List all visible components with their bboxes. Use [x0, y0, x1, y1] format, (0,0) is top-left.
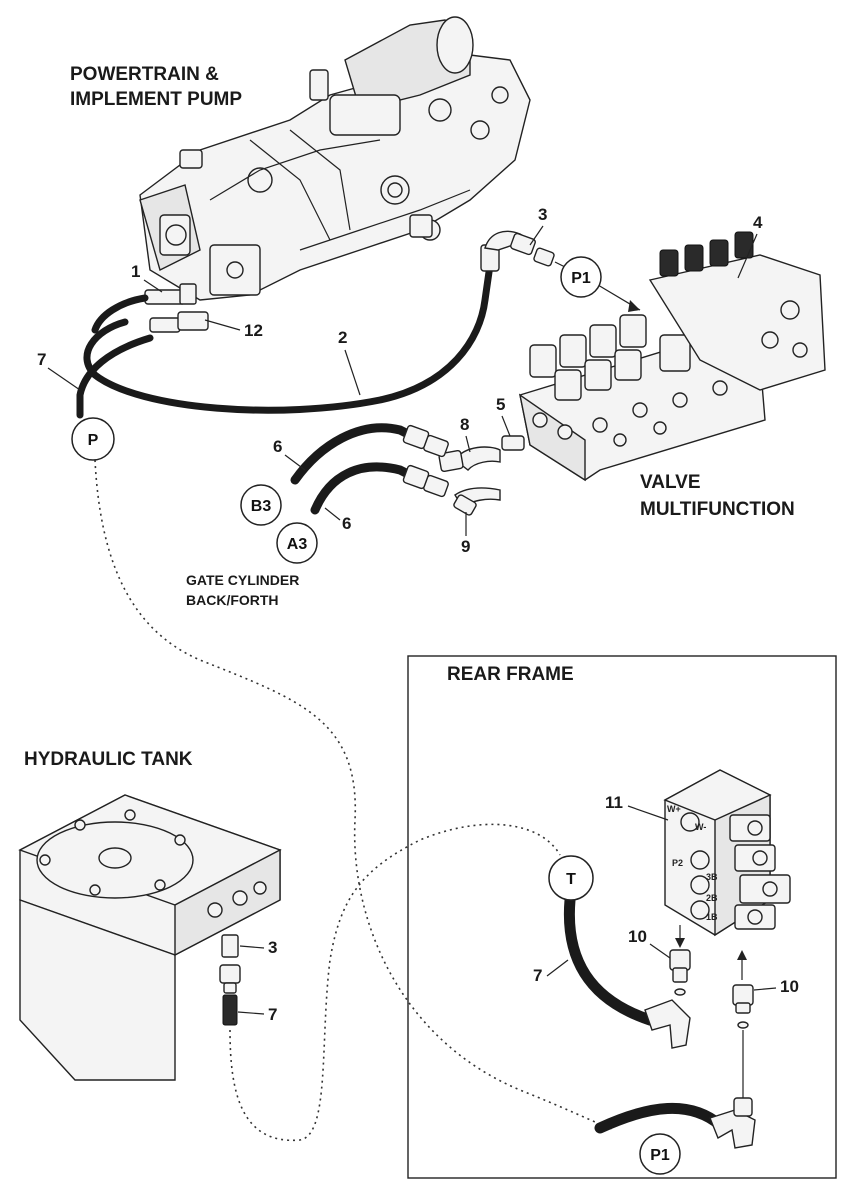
hose-p1-bottom-nut: [733, 1097, 753, 1117]
svg-text:5: 5: [496, 395, 505, 414]
callout-7-rear: 7: [533, 959, 569, 985]
svg-text:4: 4: [753, 213, 763, 232]
svg-text:9: 9: [461, 537, 470, 556]
svg-text:T: T: [566, 871, 576, 888]
svg-text:7: 7: [37, 350, 46, 369]
callout-8: 8: [460, 415, 471, 453]
callout-12: 12: [204, 319, 263, 340]
callout-3-tank: 3: [239, 938, 277, 957]
svg-text:7: 7: [268, 1005, 277, 1024]
svg-text:B3: B3: [251, 498, 272, 515]
circle-t: T: [548, 855, 594, 901]
callout-6b: 6: [324, 507, 351, 533]
callout-1: 1: [131, 262, 163, 293]
svg-text:1: 1: [131, 262, 140, 281]
callout-10-right: 10: [753, 977, 799, 996]
circle-a3: A3: [276, 522, 318, 564]
hose-6-a3: [310, 462, 435, 515]
svg-text:11: 11: [605, 793, 623, 812]
svg-text:A3: A3: [287, 536, 308, 553]
hydraulic-tank: [18, 794, 282, 1081]
callout-2: 2: [338, 328, 361, 396]
circle-b3: B3: [240, 484, 282, 526]
port-2b: 2B: [706, 893, 718, 903]
gate-line1: GATE CYLINDER: [186, 572, 299, 588]
callout-3-top: 3: [529, 205, 547, 246]
pump-title-line2: IMPLEMENT PUMP: [70, 89, 242, 110]
fitting-3-top: [480, 230, 555, 272]
pump-title-line1: POWERTRAIN &: [70, 64, 219, 85]
dashed-line-p-to-p1: [94, 459, 616, 1131]
rear-frame-box: [407, 655, 837, 1179]
hydraulic-tank-title: HYDRAULIC TANK: [24, 749, 193, 770]
callout-4: 4: [737, 213, 763, 279]
svg-text:3: 3: [538, 205, 547, 224]
svg-text:P1: P1: [571, 270, 591, 287]
p1-arrow-head: [628, 300, 640, 312]
svg-text:12: 12: [244, 321, 263, 340]
circle-p-left: P: [71, 417, 115, 461]
hose-7-rear-elbow: [644, 999, 691, 1049]
fitting-10-left: [669, 925, 691, 996]
callout-7-left: 7: [37, 350, 81, 391]
valve-title-line1: VALVE: [640, 472, 701, 493]
hose-6-b3-crimp: [402, 424, 430, 450]
manifold-11: W+ W- P2 3B 2B 1B: [663, 769, 791, 937]
gate-line2: BACK/FORTH: [186, 592, 279, 608]
port-3b: 3B: [706, 872, 718, 882]
svg-text:P1: P1: [650, 1147, 670, 1164]
fitting-10-right: [732, 950, 754, 1100]
port-1b: 1B: [706, 912, 718, 922]
tank-fittings: [219, 934, 241, 1026]
callout-7-tank: 7: [237, 1005, 277, 1024]
valve-title-line2: MULTIFUNCTION: [640, 499, 795, 520]
hose-2: [83, 261, 494, 414]
rear-frame-title: REAR FRAME: [447, 664, 574, 685]
hose-6-a3-crimp: [402, 464, 430, 490]
port-p2: P2: [672, 858, 683, 868]
svg-text:10: 10: [628, 927, 647, 946]
svg-text:6: 6: [273, 437, 282, 456]
callout-10-left: 10: [628, 927, 671, 959]
svg-text:7: 7: [533, 966, 542, 985]
callout-11: 11: [605, 793, 669, 821]
port-w-minus: W-: [695, 822, 706, 832]
powertrain-implement-pump: [139, 16, 531, 301]
dashed-line-tank-to-t: [229, 823, 561, 1141]
fittings-5-8-9: [438, 435, 525, 516]
valve-multifunction: [518, 231, 826, 482]
hose-p1-bottom: [594, 1103, 726, 1134]
hose-6-b3: [290, 423, 435, 485]
circle-p1-top: P1: [560, 256, 602, 298]
svg-text:P: P: [88, 432, 99, 449]
hose-7-rear: [563, 894, 656, 1026]
svg-text:8: 8: [460, 415, 469, 434]
port-w-plus: W+: [667, 804, 681, 814]
circle-p1-bottom: P1: [639, 1133, 681, 1175]
svg-text:2: 2: [338, 328, 347, 347]
svg-text:3: 3: [268, 938, 277, 957]
svg-text:10: 10: [780, 977, 799, 996]
callout-6a: 6: [273, 437, 306, 471]
callout-5: 5: [496, 395, 511, 437]
hose-7-top: [76, 334, 154, 419]
hose-1-stub: [91, 294, 149, 334]
svg-text:6: 6: [342, 514, 351, 533]
callout-9: 9: [461, 512, 470, 556]
